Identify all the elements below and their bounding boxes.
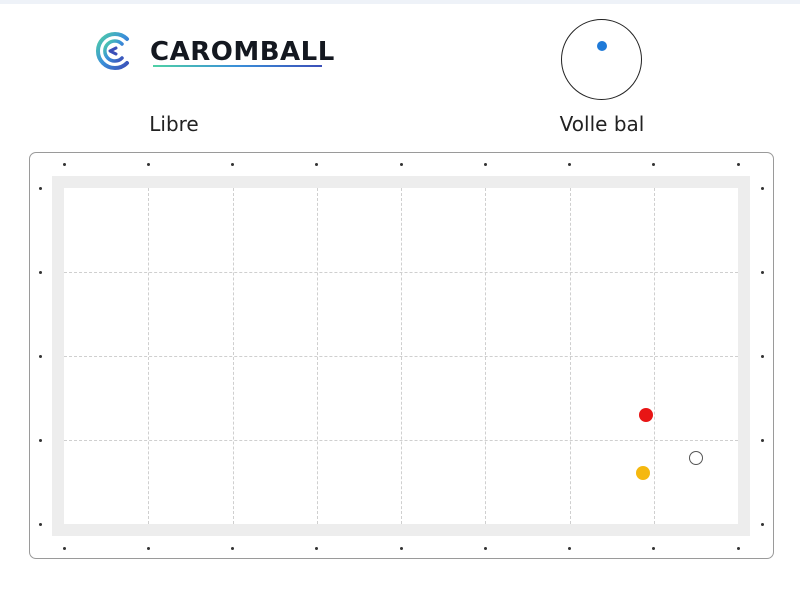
- diamond-marker: [652, 546, 656, 550]
- yellow-ball[interactable]: [636, 466, 650, 480]
- diamond-marker: [760, 522, 764, 526]
- red-ball[interactable]: [639, 408, 653, 422]
- top-bar: [0, 0, 800, 4]
- grid-line-horizontal: [64, 272, 738, 273]
- diamond-marker: [760, 438, 764, 442]
- diamond-marker: [483, 162, 487, 166]
- diamond-marker: [736, 162, 740, 166]
- diamond-marker: [146, 162, 150, 166]
- diamond-marker: [483, 546, 487, 550]
- caromball-logo[interactable]: CAROMBALL: [94, 30, 335, 76]
- diamond-marker: [760, 186, 764, 190]
- diamond-marker: [38, 354, 42, 358]
- diamond-marker: [62, 546, 66, 550]
- diamond-marker: [146, 546, 150, 550]
- spin-label: Volle bal: [559, 112, 645, 136]
- diamond-marker: [736, 546, 740, 550]
- diamond-marker: [568, 162, 571, 166]
- diamond-marker: [38, 522, 42, 526]
- game-mode-label: Libre: [149, 112, 199, 136]
- diamond-marker: [399, 546, 403, 550]
- diamond-marker: [38, 186, 42, 190]
- diamond-marker: [38, 270, 42, 274]
- diamond-marker: [231, 162, 234, 166]
- white-ball[interactable]: [689, 451, 703, 465]
- diamond-marker: [315, 162, 319, 166]
- spin-point: [597, 41, 607, 51]
- diamond-marker: [399, 162, 403, 166]
- diamond-marker: [38, 438, 42, 442]
- table-frame: [29, 152, 774, 559]
- diamond-marker: [62, 162, 66, 166]
- diamond-marker: [760, 354, 764, 358]
- diamond-marker: [652, 162, 656, 166]
- brand-underline: [153, 65, 322, 67]
- caromball-logo-icon: [94, 30, 132, 76]
- grid-line-horizontal: [64, 356, 738, 357]
- diamond-marker: [315, 546, 319, 550]
- grid-line-horizontal: [64, 440, 738, 441]
- diamond-marker: [231, 546, 234, 550]
- spin-indicator[interactable]: [561, 19, 642, 100]
- brand-name: CAROMBALL: [150, 37, 335, 67]
- diamond-marker: [568, 546, 571, 550]
- diamond-marker: [760, 270, 764, 274]
